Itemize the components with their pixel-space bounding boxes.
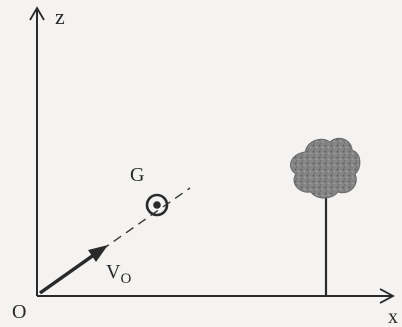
velocity-label-subscript: O xyxy=(120,271,131,287)
velocity-label-main: V xyxy=(106,261,121,283)
point-g-label: G xyxy=(130,164,144,186)
circle-dot-icon xyxy=(145,193,169,217)
x-axis xyxy=(37,288,395,304)
origin-label: O xyxy=(12,301,26,323)
x-axis-label: x xyxy=(388,306,398,327)
velocity-label: VO xyxy=(106,261,131,287)
z-axis xyxy=(29,6,45,296)
tree-icon xyxy=(290,137,361,296)
tree-foliage xyxy=(290,137,361,199)
z-axis-label: z xyxy=(55,4,65,29)
velocity-arrow xyxy=(38,245,108,295)
